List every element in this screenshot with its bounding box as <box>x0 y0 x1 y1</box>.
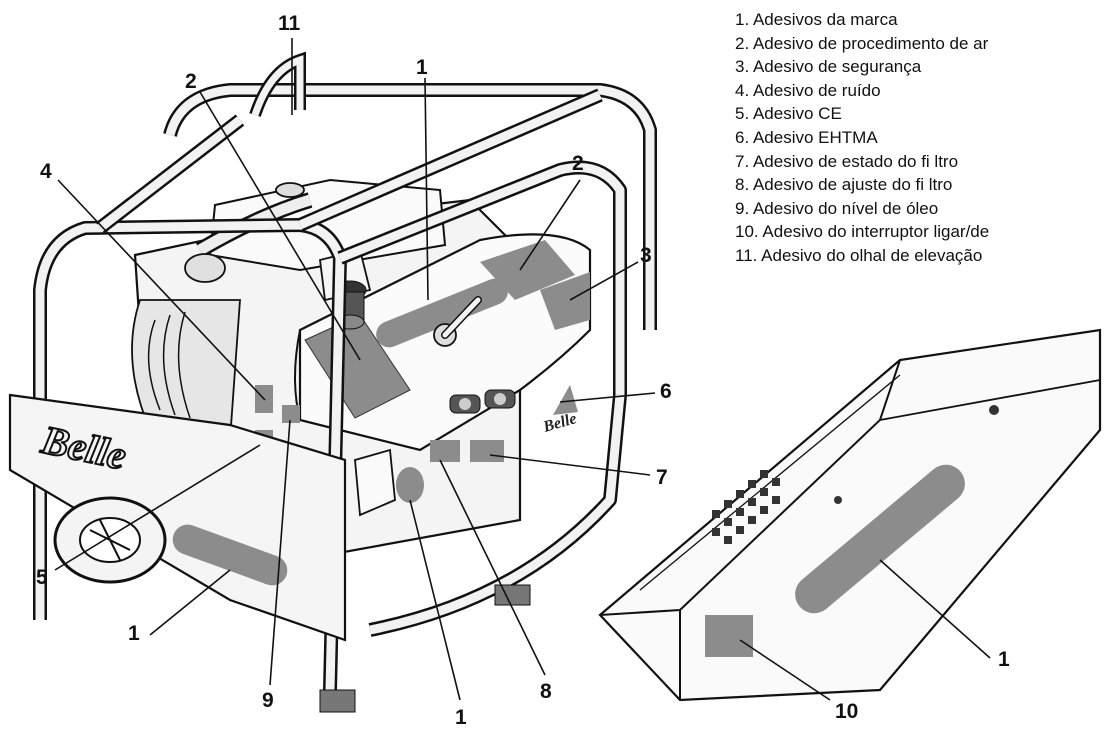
callout-5: 5 <box>36 566 48 589</box>
legend-item: 2. Adesivo de procedimento de ar <box>735 33 989 53</box>
legend-item: 11. Adesivo do olhal de elevação <box>735 245 983 265</box>
sticker-1-tray <box>795 464 965 614</box>
hydraulic-couplings <box>449 389 516 414</box>
callout-9: 9 <box>262 689 274 712</box>
callout-6: 6 <box>660 380 672 403</box>
callout-8: 8 <box>540 680 552 703</box>
legend-item: 5. Adesivo CE <box>735 104 842 124</box>
callout-1-tray: 1 <box>998 648 1010 671</box>
callout-2-left: 2 <box>185 70 197 93</box>
wheel <box>53 496 167 584</box>
sticker-8 <box>430 440 460 462</box>
power-pack-unit: Belle Belle <box>8 51 657 713</box>
sticker-1-top <box>376 278 508 348</box>
sticker-1-side <box>172 524 288 586</box>
sticker-2-rear <box>480 240 575 300</box>
callout-2-right: 2 <box>572 152 584 175</box>
callout-11: 11 <box>278 12 301 35</box>
callout-1-bottom: 1 <box>455 706 467 729</box>
legend-item: 4. Adesivo de ruído <box>735 80 881 100</box>
brand-logo-front: Belle <box>540 410 578 436</box>
sticker-9 <box>282 405 300 423</box>
legend-item: 9. Adesivo do nível de óleo <box>735 198 939 218</box>
callout-10: 10 <box>835 700 858 723</box>
sticker-6-triangle <box>553 385 578 415</box>
legend-item: 8. Adesivo de ajuste do fi ltro <box>735 175 953 195</box>
legend-item: 3. Adesivo de segurança <box>735 57 922 77</box>
callout-3: 3 <box>640 244 652 267</box>
callout-1-left: 1 <box>128 622 140 645</box>
legend-item: 10. Adesivo do interruptor ligar/de <box>735 222 990 242</box>
legend-item: 1. Adesivos da marca <box>735 10 898 29</box>
tray-vent-grid <box>712 470 780 544</box>
leader-lines <box>54 38 991 701</box>
breaker-tray <box>598 328 1102 702</box>
sticker-10 <box>705 615 753 657</box>
legend-item: 6. Adesivo EHTMA <box>735 127 878 147</box>
callout-1-top: 1 <box>416 56 428 79</box>
callout-4: 4 <box>40 160 52 183</box>
callout-numbers: 11 2 1 4 2 3 6 7 5 1 9 8 1 1 10 <box>36 12 1010 729</box>
legend-item: 7. Adesivo de estado do fi ltro <box>735 151 959 171</box>
sticker-7 <box>470 440 504 462</box>
sticker-legend: 1. Adesivos da marca 2. Adesivo de proce… <box>735 8 1106 268</box>
sticker-1-round <box>396 467 424 503</box>
sticker-3 <box>540 272 590 330</box>
callout-7: 7 <box>656 466 668 489</box>
